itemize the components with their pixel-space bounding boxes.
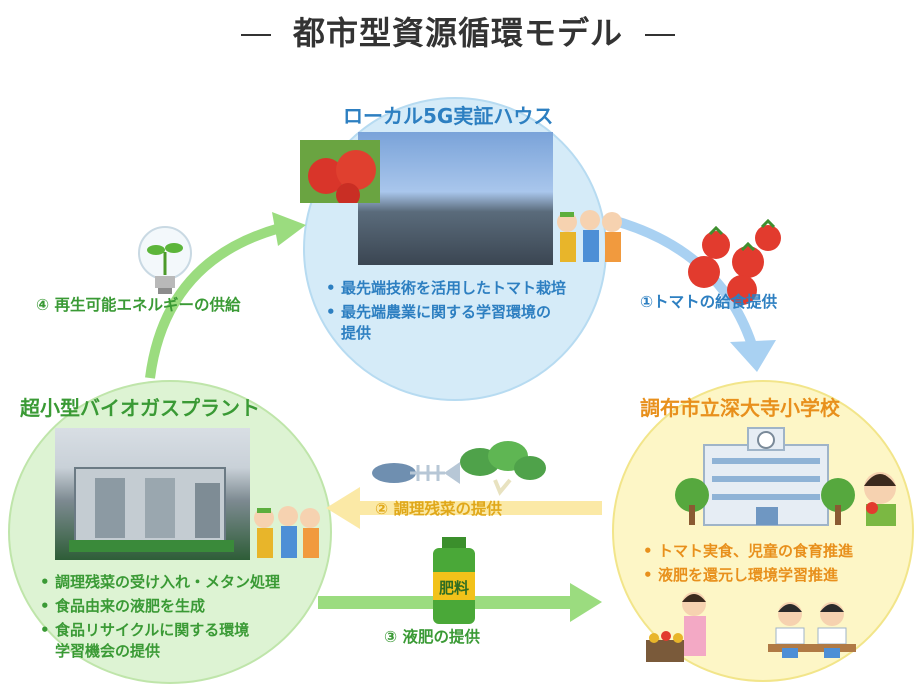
title-text: 都市型資源循環モデル — [292, 14, 623, 52]
vegetable-scraps-icon — [460, 441, 546, 496]
house-bullets: 最先端技術を活用したトマト栽培 最先端農業に関する学習環境の提供 — [326, 278, 606, 347]
fertilizer-label: 肥料 — [438, 579, 469, 597]
fishbone-icon — [372, 462, 460, 484]
plant-bullet-2: 食品由来の液肥を生成 — [40, 596, 330, 617]
arrow-4-head — [272, 212, 306, 246]
tomato-photo — [300, 140, 380, 207]
kids-group-house-icon — [557, 210, 622, 262]
plant-bullets: 調理残菜の受け入れ・メタン処理 食品由来の液肥を生成 食品リサイクルに関する環境… — [40, 572, 330, 665]
tomato-photo-icon — [308, 150, 376, 207]
child-eating-icon — [864, 472, 896, 526]
school-bullet-2: 液肥を還元し環境学習推進 — [643, 565, 903, 586]
house-bullet-1: 最先端技術を活用したトマト栽培 — [326, 278, 606, 299]
flow-2-label: ② 調理残菜の提供 — [375, 500, 503, 518]
teacher-watering-icon — [646, 592, 706, 662]
flow-1-label: ①トマトの給食提供 — [640, 293, 778, 311]
arrow-1-head — [730, 340, 776, 372]
tomatoes-icon — [688, 218, 781, 305]
students-at-desks-icon — [768, 602, 856, 658]
arrow-4-body — [145, 223, 282, 379]
kids-group-plant-icon — [254, 506, 320, 558]
arrow-2-body — [360, 501, 602, 515]
diagram-title: 都市型資源循環モデル — [0, 8, 916, 54]
flow-3-label: ③ 液肥の提供 — [384, 628, 481, 646]
school-building-icon — [675, 427, 855, 526]
arrow-3-head — [570, 583, 602, 622]
greenhouse-photo — [358, 132, 553, 265]
school-bullet-1: トマト実食、児童の食育推進 — [643, 541, 903, 562]
fertilizer-bottle-icon — [433, 537, 475, 624]
lightbulb-sprout-icon — [138, 226, 192, 294]
school-bullets: トマト実食、児童の食育推進 液肥を還元し環境学習推進 — [643, 541, 903, 589]
plant-heading: 超小型バイオガスプラント — [20, 396, 260, 420]
house-bullet-2: 最先端農業に関する学習環境の提供 — [326, 302, 556, 344]
school-heading: 調布市立深大寺小学校 — [640, 396, 840, 420]
plant-bullet-1: 調理残菜の受け入れ・メタン処理 — [40, 572, 330, 593]
arrow-2-head — [326, 487, 360, 529]
biogas-equipment-icon — [69, 467, 234, 552]
plant-bullet-3: 食品リサイクルに関する環境学習機会の提供 — [40, 620, 255, 662]
title-dash-left — [240, 34, 271, 36]
house-heading: ローカル5G実証ハウス — [343, 104, 554, 128]
flow-4-label: ④ 再生可能エネルギーの供給 — [36, 296, 241, 314]
biogas-plant-photo — [55, 428, 250, 560]
title-dash-right — [645, 34, 675, 36]
